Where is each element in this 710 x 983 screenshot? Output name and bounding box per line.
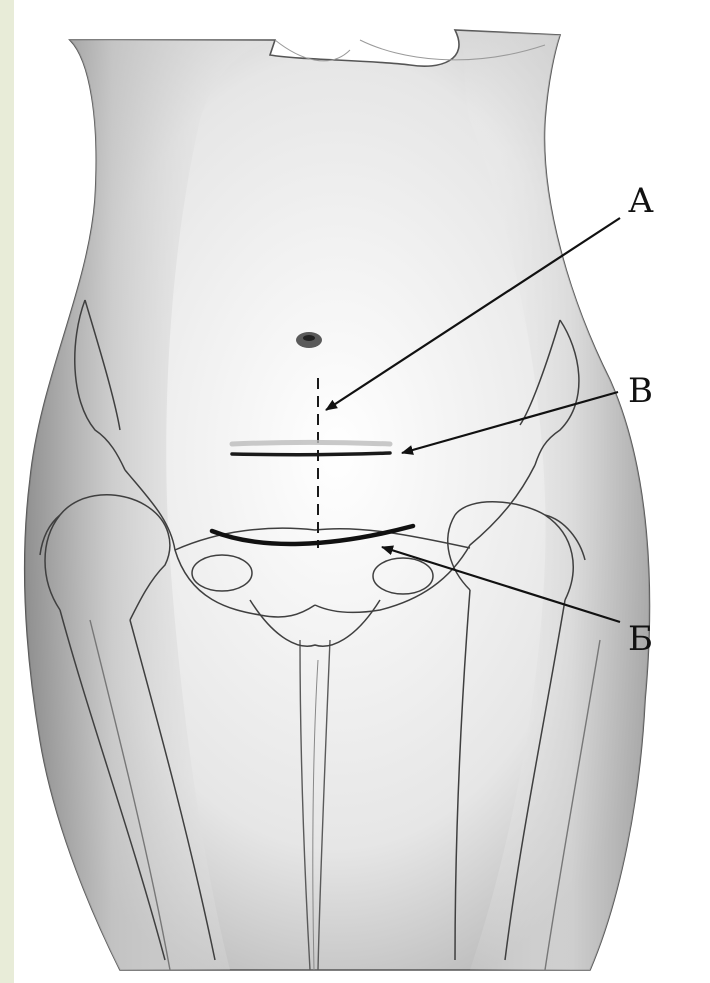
left-edge-strip <box>0 0 14 983</box>
torso-silhouette <box>25 30 650 970</box>
label-b: Б <box>628 619 653 659</box>
incision-v-transverse <box>232 453 390 455</box>
label-a: А <box>628 181 654 221</box>
label-v: В <box>628 371 653 411</box>
